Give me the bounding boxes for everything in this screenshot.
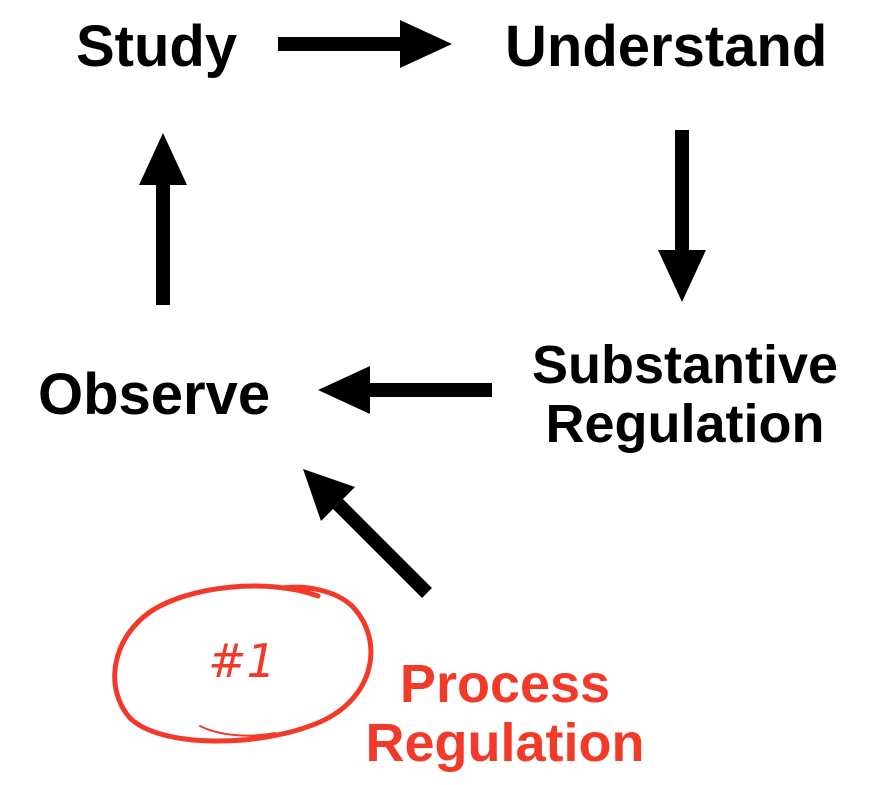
node-process-regulation-line-2: Regulation <box>365 713 645 774</box>
node-study: Study <box>76 14 238 79</box>
arrow-study-to-understand <box>278 20 452 68</box>
arrow-process-regulation-to-observe <box>303 469 432 598</box>
node-process-regulation: Process Regulation <box>330 654 680 774</box>
arrow-substantive-regulation-to-observe <box>318 366 492 414</box>
node-substantive-regulation-line-2: Regulation <box>545 394 825 455</box>
badge-label: #1 <box>208 634 276 688</box>
hand-drawn-circle-icon <box>112 583 374 744</box>
node-understand: Understand <box>505 14 828 79</box>
node-process-regulation-line-1: Process <box>399 654 611 714</box>
node-substantive-regulation: Substantive Regulation <box>505 335 865 455</box>
arrow-observe-to-study <box>139 133 187 305</box>
node-observe: Observe <box>38 362 271 427</box>
node-substantive-regulation-line-1: Substantive <box>531 335 839 395</box>
arrow-understand-to-substantive-regulation <box>658 130 706 302</box>
